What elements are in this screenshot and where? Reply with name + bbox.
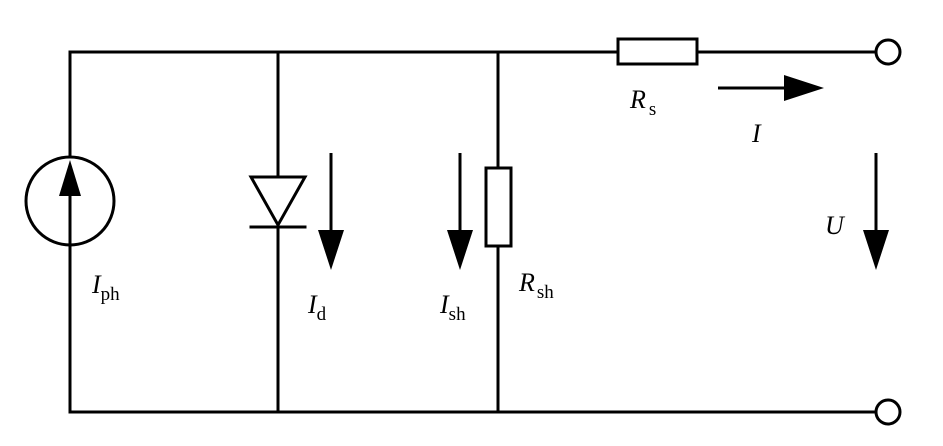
label-diode-current: Id — [307, 290, 327, 325]
diode-triangle — [248, 175, 308, 229]
shunt-resistor — [484, 166, 513, 248]
shunt-current-arrow — [447, 153, 473, 270]
label-sub: d — [317, 304, 327, 325]
current-source-arrow-icon — [59, 160, 81, 196]
down-arrow-icon — [318, 230, 344, 270]
label-sub: s — [649, 99, 656, 120]
label-sub: sh — [537, 282, 554, 303]
label-main: R — [518, 268, 535, 297]
series-resistor — [616, 37, 699, 66]
diode-current-arrow — [318, 153, 344, 270]
label-sub: sh — [449, 304, 466, 325]
label-output-current: I — [751, 119, 762, 148]
down-arrow-icon — [447, 230, 473, 270]
output-terminal-top — [874, 38, 902, 66]
current-source — [24, 155, 116, 247]
right-arrow-icon — [784, 75, 824, 101]
down-arrow-icon — [863, 230, 889, 270]
label-main: I — [439, 290, 450, 319]
label-sub: ph — [101, 284, 121, 305]
output-voltage-arrow — [863, 153, 889, 270]
label-main: I — [307, 290, 318, 319]
label-shunt-current: Ish — [439, 290, 466, 325]
label-photocurrent: Iph — [91, 270, 120, 305]
output-current-arrow — [718, 75, 824, 101]
label-output-voltage: U — [825, 211, 846, 240]
label-main: R — [629, 85, 646, 114]
label-main: I — [91, 270, 102, 299]
diode — [248, 175, 308, 229]
wires — [68, 50, 878, 414]
output-terminal-bottom — [874, 398, 902, 426]
